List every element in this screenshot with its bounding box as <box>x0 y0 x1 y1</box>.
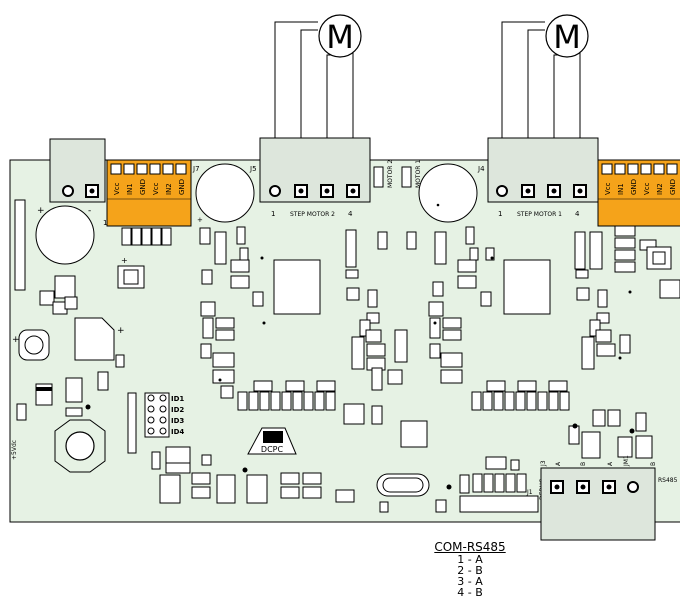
motor-connector-j4: J4 1 STEP MOTOR 1 4 <box>477 137 599 218</box>
right-pin-in1: IN1 <box>617 183 625 195</box>
driver-section-1 <box>428 225 680 384</box>
motor-jumpers: MOTOR 2 MOTOR 1 <box>373 160 422 188</box>
j1-label: J1 <box>526 489 533 496</box>
power-minus: - <box>88 206 91 216</box>
j5-pin-first: 1 <box>271 210 275 218</box>
bottom-row-parts <box>151 446 355 504</box>
inductor-plus-label: + <box>12 335 20 345</box>
com-rs485-legend: COM-RS485 1 - A 2 - B 3 - A 4 - B <box>420 540 520 598</box>
id4-label: ID4 <box>171 428 184 436</box>
j7-pin-in2: IN2 <box>165 183 173 195</box>
j7-pin-gnd-1: GND <box>139 179 147 195</box>
motor-2-jumper-label: MOTOR 2 <box>387 160 394 188</box>
id1-label: ID1 <box>171 395 184 403</box>
terminal-block-j7: Vcc IN1 GND Vcc IN2 GND J7 <box>106 159 200 227</box>
j4-pin-last: 4 <box>575 210 580 218</box>
com-rs485-title: COM-RS485 <box>434 540 506 554</box>
com-line-3: 3 - A <box>457 575 483 588</box>
com-line-1: 1 - A <box>457 553 483 566</box>
step-motor-2-label: STEP MOTOR 2 <box>290 211 335 218</box>
resistor-row-left <box>237 380 336 411</box>
j7-pin-gnd-2: GND <box>178 179 186 195</box>
capacitors-large: + - 1 + <box>35 163 478 265</box>
rs485-a2-label: A <box>607 461 614 466</box>
rs485-connector: RS485 <box>540 467 678 541</box>
driver-section-2 <box>199 226 417 425</box>
com-line-2: 2 - B <box>457 564 483 577</box>
power-jack: +5Vdc <box>11 419 106 473</box>
id3-label: ID3 <box>171 417 184 425</box>
cap-mid-plus: + <box>197 216 203 224</box>
com-line-4: 4 - B <box>457 586 483 599</box>
jm1-label: JM1 <box>623 455 630 467</box>
j7-label: J7 <box>192 165 200 173</box>
right-pin-in2: IN2 <box>656 183 664 195</box>
j4-label: J4 <box>477 165 485 173</box>
terminal-block-right: Vcc IN1 GND Vcc IN2 GND <box>597 159 680 227</box>
left-vertical-component <box>14 199 26 291</box>
rs485-a1-label: A <box>555 461 562 466</box>
j5-pin-last: 4 <box>348 210 353 218</box>
j7-pin-vcc-1: Vcc <box>113 182 121 195</box>
rs485-label: RS485 <box>658 477 678 484</box>
j3-label: J3 <box>540 460 547 467</box>
logo-text: DCPC <box>261 445 284 454</box>
rs485-b1-label: B <box>580 462 587 466</box>
motor-1-letter: M <box>553 18 581 56</box>
id2-label: ID2 <box>171 406 184 414</box>
processor-area <box>376 420 539 513</box>
right-pin-gnd-1: GND <box>630 179 638 195</box>
right-pin-vcc-2: Vcc <box>643 182 651 195</box>
right-pin-gnd-2: GND <box>669 179 677 195</box>
plus-small-label: + <box>121 256 128 265</box>
j7-pin-in1: IN1 <box>126 183 134 195</box>
motor-2-symbol: M <box>318 14 362 58</box>
step-motor-1-label: STEP MOTOR 1 <box>517 211 562 218</box>
power-connector <box>49 138 106 203</box>
resistor-array-left: + <box>117 227 172 289</box>
motor-2-letter: M <box>326 18 354 56</box>
plus-inductor-label: + <box>117 326 125 336</box>
bottom-left-parts <box>16 371 109 421</box>
resistor-row-right <box>471 380 570 411</box>
right-pin-vcc-1: Vcc <box>604 182 612 195</box>
motor-1-symbol: M <box>545 14 589 58</box>
rs485-b2-label: B <box>650 462 657 466</box>
power-5vdc-label: +5Vdc <box>11 440 18 460</box>
cap-left-plus: + <box>37 206 45 216</box>
motor-1-jumper-label: MOTOR 1 <box>415 160 422 188</box>
id-jumpers: ID1 ID2 ID3 ID4 <box>127 392 184 454</box>
j4-pin-first: 1 <box>498 210 502 218</box>
left-small-parts: + <box>39 275 125 368</box>
motor-connector-j5: J5 1 STEP MOTOR 2 4 <box>249 137 371 218</box>
pin-1-left: 1 <box>103 219 107 227</box>
inductor: + <box>12 329 50 361</box>
j5-label: J5 <box>249 165 257 173</box>
j7-pin-vcc-2: Vcc <box>152 182 160 195</box>
dcpc-logo: DCPC <box>247 427 297 455</box>
